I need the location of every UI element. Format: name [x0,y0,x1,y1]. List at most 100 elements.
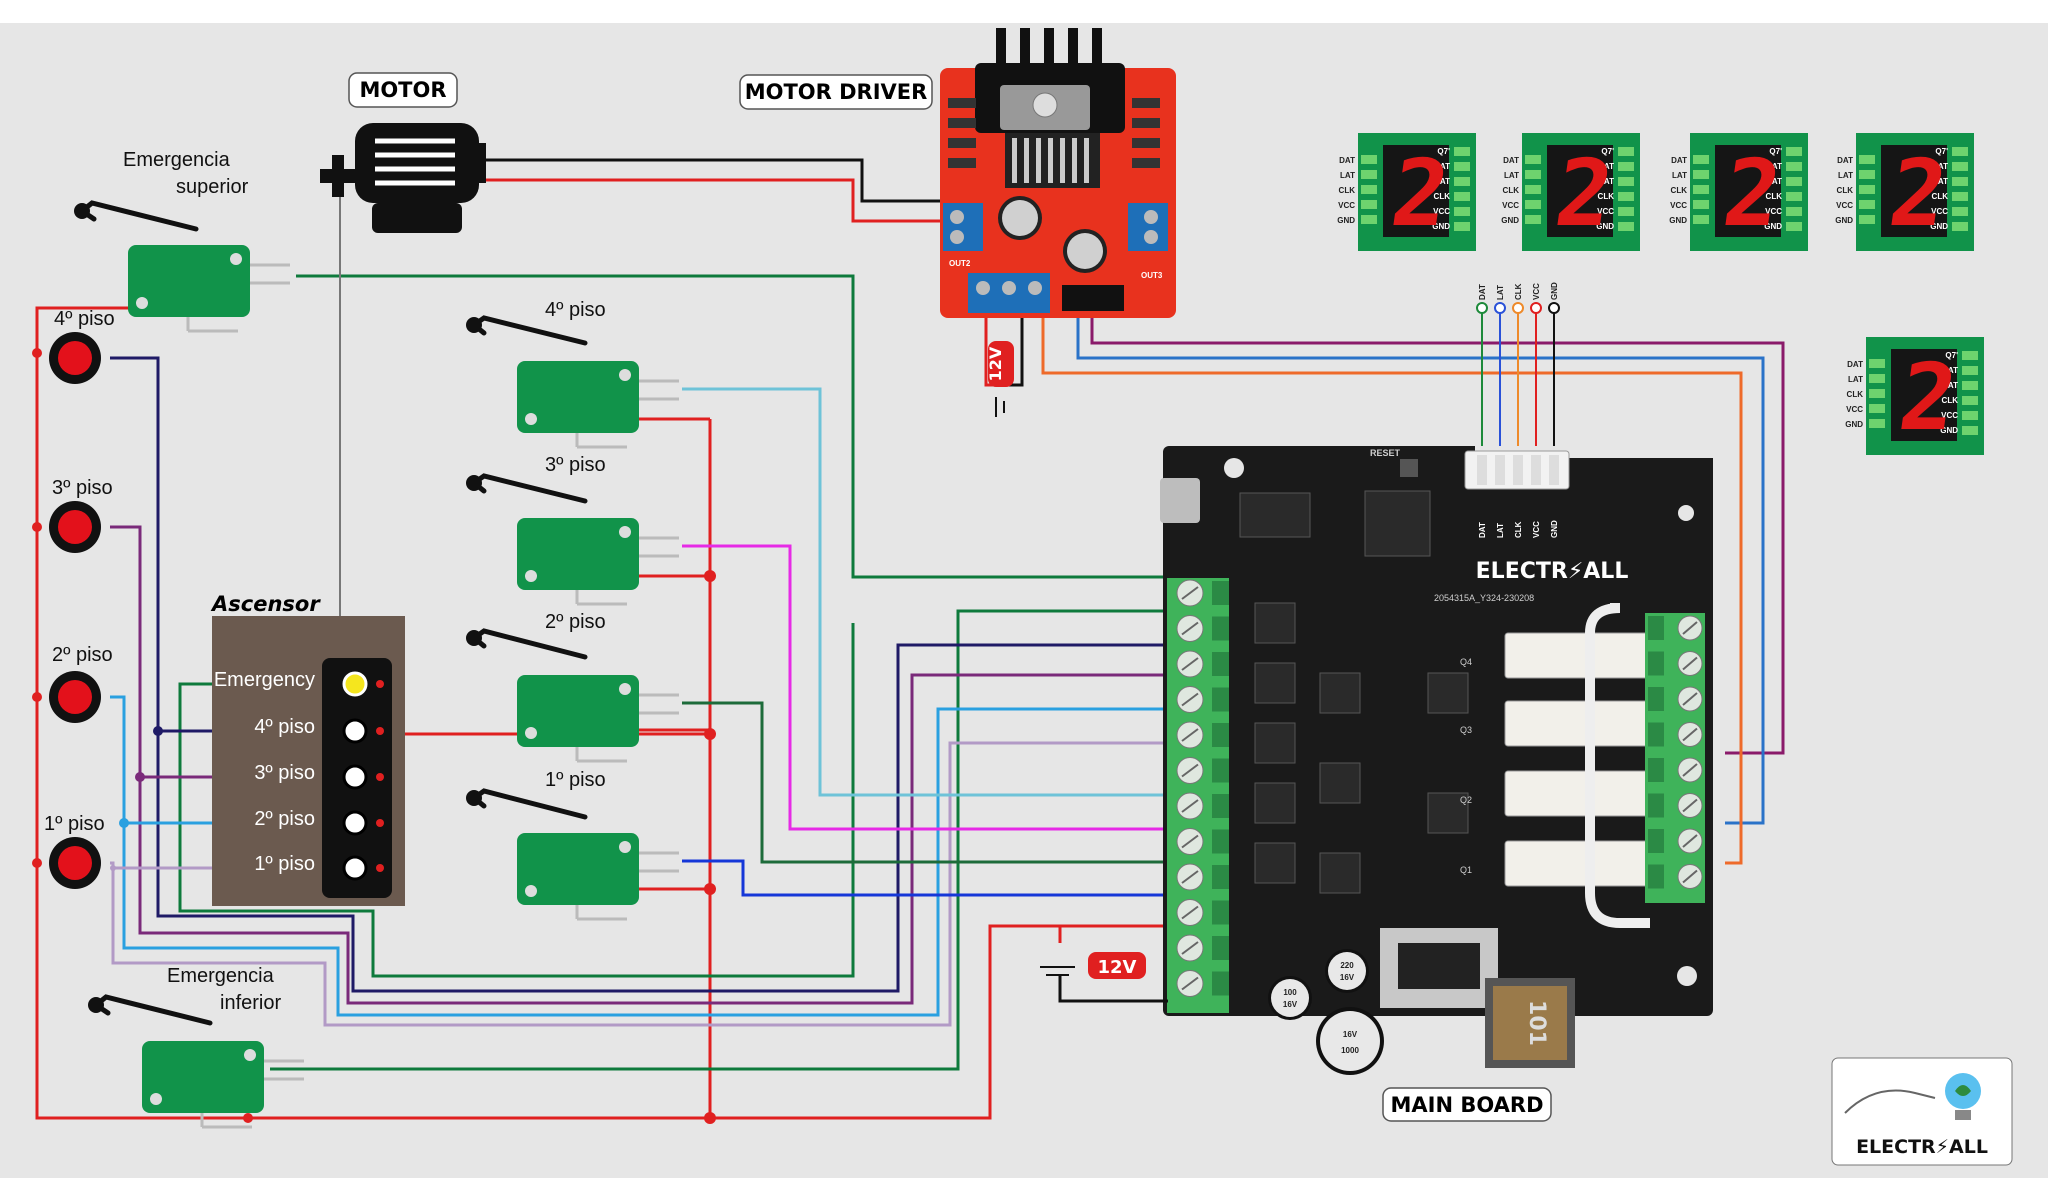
svg-text:4º piso: 4º piso [54,308,115,330]
svg-text:GND: GND [1337,216,1355,225]
svg-text:superior: superior [176,176,249,198]
svg-text:12V: 12V [1098,957,1137,978]
svg-text:Q7': Q7' [1437,147,1450,156]
svg-text:LAT: LAT [1672,171,1687,180]
wire-blue-btn2 [110,695,1168,1017]
wire-blue-sw1 [682,859,1168,897]
wire-lilac-btn1 [110,741,1168,1027]
svg-text:CLK: CLK [1514,521,1523,538]
svg-text:CLK: CLK [1847,390,1864,399]
svg-text:1º piso: 1º piso [44,813,105,835]
motor [320,123,486,233]
svg-text:DAT: DAT [1766,162,1782,171]
electroall-logo: ELECTR⚡ALL [1831,1057,2013,1166]
svg-text:VCC: VCC [1670,201,1687,210]
motor-driver-board: OUT2 OUT3 [940,28,1176,318]
svg-text:LAT: LAT [1504,171,1519,180]
svg-text:GND: GND [1501,216,1519,225]
svg-text:VCC: VCC [1597,207,1614,216]
switch-piso1 [466,788,679,921]
svg-text:LAT: LAT [1838,171,1853,180]
svg-text:LAT: LAT [1767,177,1782,186]
wire-cyan-sw4 [682,387,1168,797]
svg-text:DAT: DAT [1478,522,1487,538]
board-12v-source: 12V [1040,952,1168,1003]
wire-black-motor [478,158,950,203]
svg-text:DAT: DAT [1503,156,1519,165]
svg-text:CLK: CLK [1503,186,1520,195]
svg-text:Emergencia: Emergencia [123,149,231,171]
svg-text:16V: 16V [1343,1030,1358,1039]
svg-text:GND: GND [1845,420,1863,429]
svg-text:VCC: VCC [1765,207,1782,216]
header-pin-label: CLK [1514,283,1523,300]
svg-text:4º piso: 4º piso [545,299,606,321]
svg-text:Q1: Q1 [1460,865,1472,875]
svg-text:DAT: DAT [1932,162,1948,171]
svg-text:3º piso: 3º piso [545,454,606,476]
wire-darkgreen-sw2 [682,701,1168,864]
svg-text:Q7': Q7' [1769,147,1782,156]
svg-text:LAT: LAT [1435,177,1450,186]
svg-text:Q3: Q3 [1460,725,1472,735]
svg-text:Emergency: Emergency [214,669,315,691]
junctions [32,348,716,1124]
wire-blue-drv [1076,311,1765,825]
wire-magenta-sw3 [682,544,1168,831]
svg-text:1º piso: 1º piso [254,853,315,875]
svg-text:RESET: RESET [1370,448,1401,458]
limit-switches [74,200,679,1129]
svg-text:GND: GND [1930,222,1948,231]
svg-text:VCC: VCC [1941,411,1958,420]
motor-label: MOTOR [348,72,458,108]
wire-red-motor [478,178,950,223]
wires [35,158,1785,1120]
svg-text:2º piso: 2º piso [52,644,113,666]
svg-text:DAT: DAT [1598,162,1614,171]
driver-12v-source: 12V [986,341,1014,417]
svg-text:LAT: LAT [1496,523,1505,538]
wire-purple-btn3 [110,525,1168,1005]
svg-text:VCC: VCC [1433,207,1450,216]
svg-text:GND: GND [1432,222,1450,231]
switch-emergencia-superior [74,200,290,333]
svg-text:VCC: VCC [1931,207,1948,216]
wire-green-emerg-inf [270,609,1168,1071]
svg-text:4º piso: 4º piso [254,716,315,738]
svg-text:16V: 16V [1340,973,1355,982]
svg-text:3º piso: 3º piso [254,762,315,784]
svg-text:Q7': Q7' [1945,351,1958,360]
svg-text:16V: 16V [1283,1000,1298,1009]
svg-text:CLK: CLK [1942,396,1959,405]
header-pin-label: DAT [1478,284,1487,300]
svg-text:1000: 1000 [1341,1046,1359,1055]
header-pin-label: GND [1550,282,1559,300]
svg-text:220: 220 [1340,961,1354,970]
wire-navy-btn4 [110,356,1168,993]
svg-text:GND: GND [1940,426,1958,435]
svg-text:VCC: VCC [1532,521,1541,538]
svg-text:CLK: CLK [1932,192,1949,201]
svg-text:2º piso: 2º piso [254,808,315,830]
svg-text:GND: GND [1764,222,1782,231]
svg-text:MAIN BOARD: MAIN BOARD [1391,1093,1544,1117]
svg-text:DAT: DAT [1942,366,1958,375]
header-pin-dots [1476,302,1560,314]
svg-text:CLK: CLK [1598,192,1615,201]
floor-button-3 [49,501,101,553]
floor-button-2 [49,671,101,723]
header-pin-label: VCC [1532,283,1541,300]
svg-text:CLK: CLK [1837,186,1854,195]
svg-text:inferior: inferior [220,992,281,1014]
svg-text:LAT: LAT [1599,177,1614,186]
svg-text:DAT: DAT [1671,156,1687,165]
